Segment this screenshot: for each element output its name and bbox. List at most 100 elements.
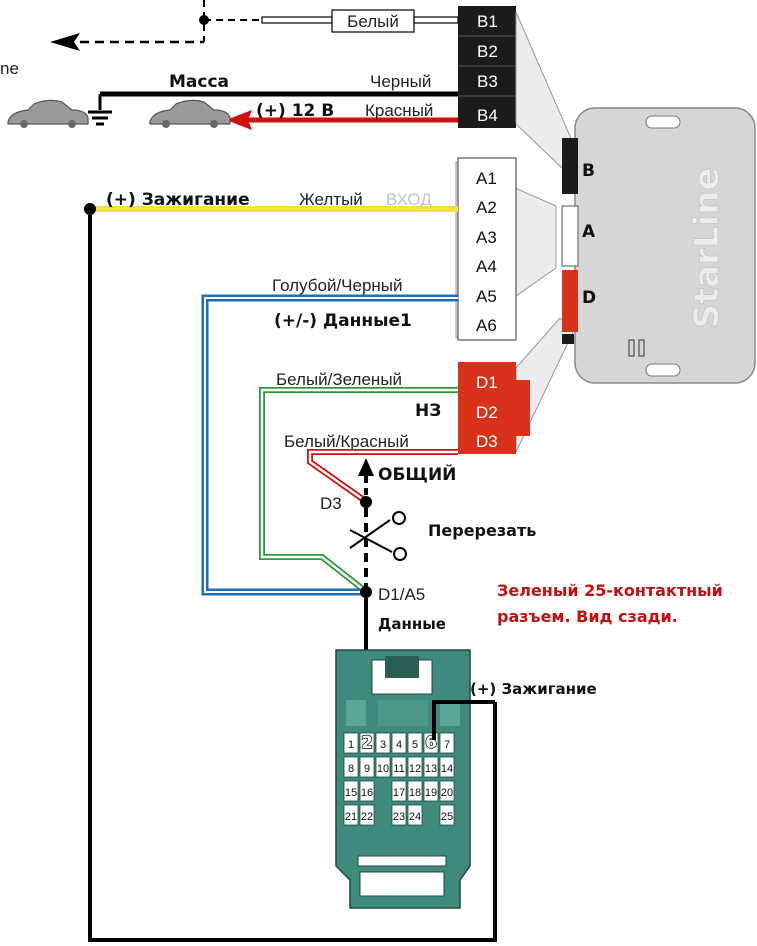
ignition-loop-wire — [88, 215, 497, 942]
cut-line: ОБЩИЙ D3 D1/A5 Данные Перерезать — [320, 458, 536, 740]
pin-cell — [343, 756, 359, 778]
pin-b1: B1 — [477, 12, 498, 31]
ignition-pin-label: (+) Зажигание — [470, 680, 597, 698]
pin-number: 5 — [412, 739, 418, 751]
pin-cell — [343, 804, 359, 826]
red-wire-label: Красный — [365, 101, 433, 120]
data-wire: Голубой/Черный (+/-) Данные1 — [201, 276, 458, 596]
pin-b2: B2 — [477, 42, 498, 61]
pin-number: 9 — [364, 763, 370, 775]
pin-number: 10 — [377, 763, 389, 775]
pin-a1: A1 — [476, 169, 497, 188]
pin-cell — [343, 780, 359, 802]
connector-d-block: D1 D2 D3 — [458, 362, 530, 454]
pin-number: 15 — [345, 787, 357, 799]
pin-a6: A6 — [476, 316, 497, 335]
pin-cell — [391, 732, 407, 754]
white-red-wire-label: Белый/Красный — [284, 432, 409, 451]
pin-number: 24 — [409, 811, 421, 823]
ground-label: Масса — [169, 72, 229, 92]
pin-cell — [407, 756, 423, 778]
port-d-letter: D — [582, 288, 596, 308]
scissors-icon — [349, 511, 407, 561]
pin-number: 22 — [361, 811, 373, 823]
pin-number: 17 — [393, 787, 405, 799]
pin-cell — [359, 804, 375, 826]
b-wiring: Белый ne Масса Черный (+) 12 В Красный — [0, 0, 459, 130]
nc-label: НЗ — [415, 401, 441, 421]
pin-cell — [391, 780, 407, 802]
input-label: ВХОД — [386, 190, 432, 209]
pin-number: 12 — [409, 763, 421, 775]
pin-number: 19 — [425, 787, 437, 799]
vehicle-connector-caption-2: разъем. Вид сзади. — [497, 607, 678, 626]
white-wire-label: Белый — [347, 12, 399, 31]
cut-edge-text: ne — [0, 59, 19, 78]
pin-d2: D2 — [476, 403, 498, 422]
arrow-left-red-icon — [226, 110, 252, 130]
pin-number: 21 — [345, 811, 357, 823]
pin-cell — [391, 804, 407, 826]
pin-number: 13 — [425, 763, 437, 775]
pin-cell — [439, 780, 455, 802]
yellow-wire-label: Желтый — [299, 190, 363, 209]
black-wire-label: Черный — [370, 72, 431, 91]
pin-cell — [391, 756, 407, 778]
pin-cell — [423, 780, 439, 802]
pin-number: 11 — [393, 763, 404, 775]
connector-b-block: B1 B2 B3 B4 — [458, 6, 516, 128]
pin-number: 18 — [409, 787, 421, 799]
pin-cell — [423, 756, 439, 778]
arrow-up-icon — [358, 458, 374, 476]
pin-number: 3 — [380, 739, 386, 751]
pin-number: 1 — [348, 739, 354, 751]
port-a-letter: A — [582, 222, 596, 242]
pin-number: 25 — [441, 811, 453, 823]
nc-wire: Белый/Зеленый НЗ — [259, 370, 458, 593]
ignition-label: (+) Зажигание — [106, 190, 250, 210]
blue-wire-label: Голубой/Черный — [272, 276, 403, 295]
pin-number: 20 — [441, 787, 453, 799]
pin-number: 8 — [348, 763, 354, 775]
pin-cell — [359, 732, 375, 754]
pin-a5: A5 — [476, 287, 497, 306]
pin-cell — [407, 804, 423, 826]
data-label: Данные — [378, 615, 446, 633]
pin-a4: A4 — [476, 257, 497, 276]
pin-cell — [375, 756, 391, 778]
ignition-wire: (+) Зажигание Желтый ВХОД — [84, 190, 458, 215]
pin-cell — [343, 732, 359, 754]
pin-cell — [407, 780, 423, 802]
pin-a3: A3 — [476, 228, 497, 247]
vehicle-connector-caption-1: Зеленый 25-контактный — [497, 581, 723, 600]
white-green-wire-label: Белый/Зеленый — [276, 370, 402, 389]
pin-d3: D3 — [476, 432, 498, 451]
pin-cell — [375, 732, 391, 754]
pin-number: 7 — [444, 739, 450, 751]
pin-number: 16 — [361, 787, 373, 799]
point-d3-label: D3 — [320, 494, 342, 513]
pin-number: 14 — [441, 763, 453, 775]
pin-cell — [439, 804, 455, 826]
pin-b4: B4 — [477, 106, 498, 125]
pin-b3: B3 — [477, 72, 498, 91]
led-icon — [628, 339, 645, 357]
port-b-letter: B — [582, 161, 595, 181]
ground-symbol-icon — [88, 110, 112, 126]
power-label: (+) 12 В — [256, 101, 334, 121]
connector-a-block: A1 A2 A3 A4 A5 A6 — [457, 157, 517, 341]
pin-number: 4 — [396, 739, 402, 751]
pin-number: 2 — [361, 733, 373, 753]
pin-a2: A2 — [476, 198, 497, 217]
pin-cell — [359, 756, 375, 778]
common-wire: Белый/Красный — [284, 432, 458, 503]
pin-cell — [439, 732, 455, 754]
cut-label: Перерезать — [428, 521, 536, 540]
pin-cell — [407, 732, 423, 754]
arrow-left-icon — [50, 33, 80, 51]
data1-label: (+/-) Данные1 — [274, 311, 412, 331]
brand-logo: StarLine — [687, 167, 727, 328]
pin-d1: D1 — [476, 373, 498, 392]
